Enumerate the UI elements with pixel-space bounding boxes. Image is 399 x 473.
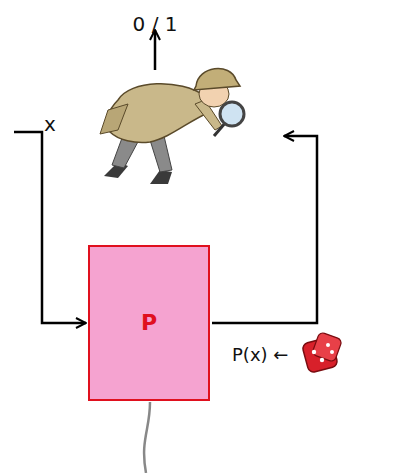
- input-wire: [14, 132, 86, 323]
- dice-icon: [302, 332, 343, 374]
- process-box: P: [88, 245, 210, 401]
- result-label: P(x) ←: [232, 346, 288, 364]
- detective-figure: [100, 69, 244, 184]
- input-label: x: [44, 114, 56, 134]
- return-wire: [212, 136, 317, 323]
- output-arrow: [154, 30, 157, 70]
- output-label: 0 / 1: [133, 14, 178, 34]
- cable: [144, 402, 150, 473]
- box-label: P: [141, 312, 157, 334]
